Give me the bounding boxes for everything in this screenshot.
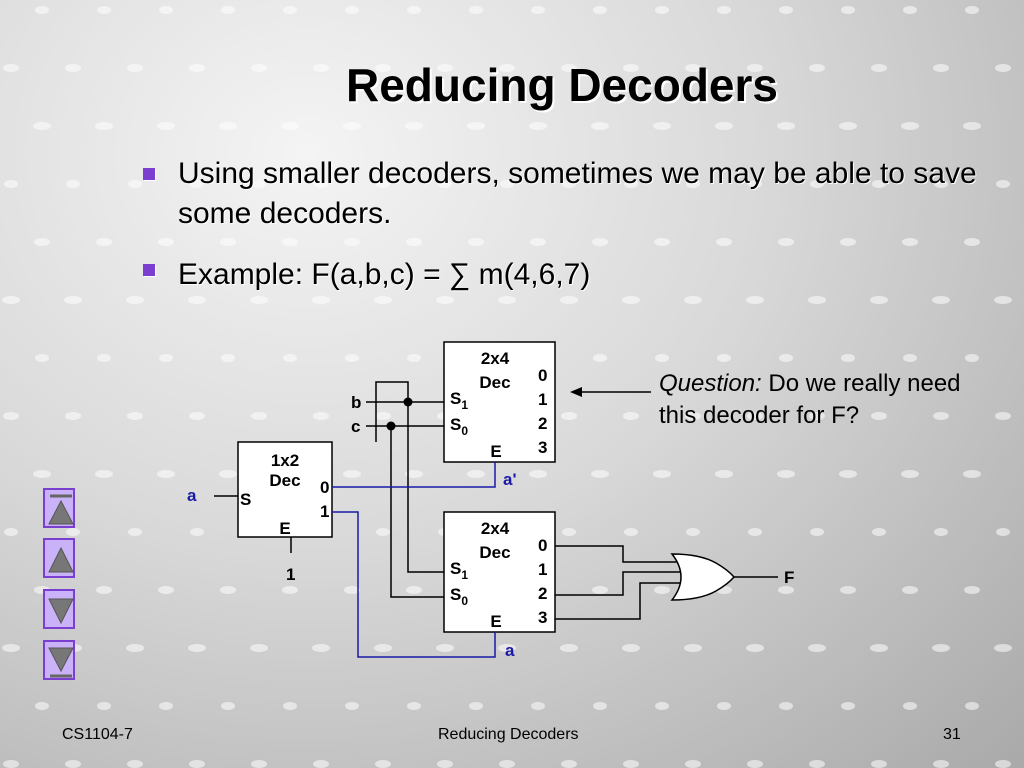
output-f-label: F bbox=[784, 568, 794, 587]
dec-bottom-out3: 3 bbox=[538, 608, 547, 627]
dec-bottom-out2: 2 bbox=[538, 584, 547, 603]
footer-course: CS1104-7 bbox=[62, 726, 133, 743]
dec-bottom-enable: E bbox=[490, 612, 501, 631]
next-icon bbox=[48, 598, 74, 625]
dec-bottom-name1: 2x4 bbox=[481, 519, 510, 538]
dec1x2-name2: Dec bbox=[269, 471, 300, 490]
question-arrowhead bbox=[570, 387, 582, 397]
last-slide-button[interactable] bbox=[43, 640, 75, 680]
bullet-marker bbox=[143, 264, 155, 276]
decoder-2x4-top-box bbox=[443, 341, 556, 463]
select-wires bbox=[366, 381, 444, 598]
dec-top-s1: S1 bbox=[450, 389, 468, 412]
first-slide-button[interactable] bbox=[43, 488, 75, 528]
first-icon bbox=[48, 494, 74, 525]
decoder-1x2-box bbox=[237, 441, 333, 538]
prev-icon bbox=[48, 546, 74, 573]
dec-top-out2: 2 bbox=[538, 414, 547, 433]
or-input-wires bbox=[555, 545, 688, 620]
dec-top-name2: Dec bbox=[479, 373, 510, 392]
dec-bottom-name2: Dec bbox=[479, 543, 510, 562]
enable-wires bbox=[332, 462, 496, 658]
dec-top-out1: 1 bbox=[538, 390, 547, 409]
bullet-text: Example: F(a,b,c) = ∑ m(4,6,7) bbox=[178, 258, 591, 291]
junction-dot-c bbox=[386, 421, 396, 431]
dec-bottom-s0: S0 bbox=[450, 585, 468, 608]
last-icon bbox=[48, 647, 74, 678]
bullet-text: Using smaller decoders, sometimes we may… bbox=[178, 157, 977, 230]
dec-top-enable-signal: a' bbox=[503, 470, 517, 489]
dec-bottom-out1: 1 bbox=[538, 560, 547, 579]
footer-title: Reducing Decoders bbox=[438, 726, 579, 743]
bullet-marker bbox=[143, 168, 155, 180]
footer-page-number: 31 bbox=[943, 726, 961, 743]
input-a-label: a bbox=[187, 486, 197, 505]
question-text: Do we really need this decoder for F? bbox=[659, 370, 961, 429]
dec-top-out3: 3 bbox=[538, 438, 547, 457]
dec1x2-out0: 0 bbox=[320, 478, 329, 497]
dec-top-out0: 0 bbox=[538, 366, 547, 385]
dec-top-enable: E bbox=[490, 442, 501, 461]
dec-bottom-enable-signal: a bbox=[505, 641, 515, 660]
dec1x2-enable-value: 1 bbox=[286, 565, 295, 584]
input-c-label: c bbox=[351, 417, 360, 436]
question-prefix: Question: bbox=[659, 370, 762, 397]
next-slide-button[interactable] bbox=[43, 589, 75, 629]
dec-top-s0: S0 bbox=[450, 415, 468, 438]
page-title: Reducing Decoders bbox=[346, 59, 778, 111]
or-gate bbox=[670, 553, 735, 601]
dec1x2-out1: 1 bbox=[320, 502, 329, 521]
question-note: Question: Do we really need this decoder… bbox=[659, 368, 989, 432]
dec1x2-select-label: S bbox=[240, 490, 251, 509]
dec-bottom-s1: S1 bbox=[450, 559, 468, 582]
dec-bottom-out0: 0 bbox=[538, 536, 547, 555]
dec1x2-name1: 1x2 bbox=[271, 451, 299, 470]
dec-top-name1: 2x4 bbox=[481, 349, 510, 368]
junction-dot-b bbox=[403, 397, 413, 407]
input-b-label: b bbox=[351, 393, 361, 412]
previous-slide-button[interactable] bbox=[43, 538, 75, 578]
dec1x2-enable: E bbox=[279, 519, 290, 538]
